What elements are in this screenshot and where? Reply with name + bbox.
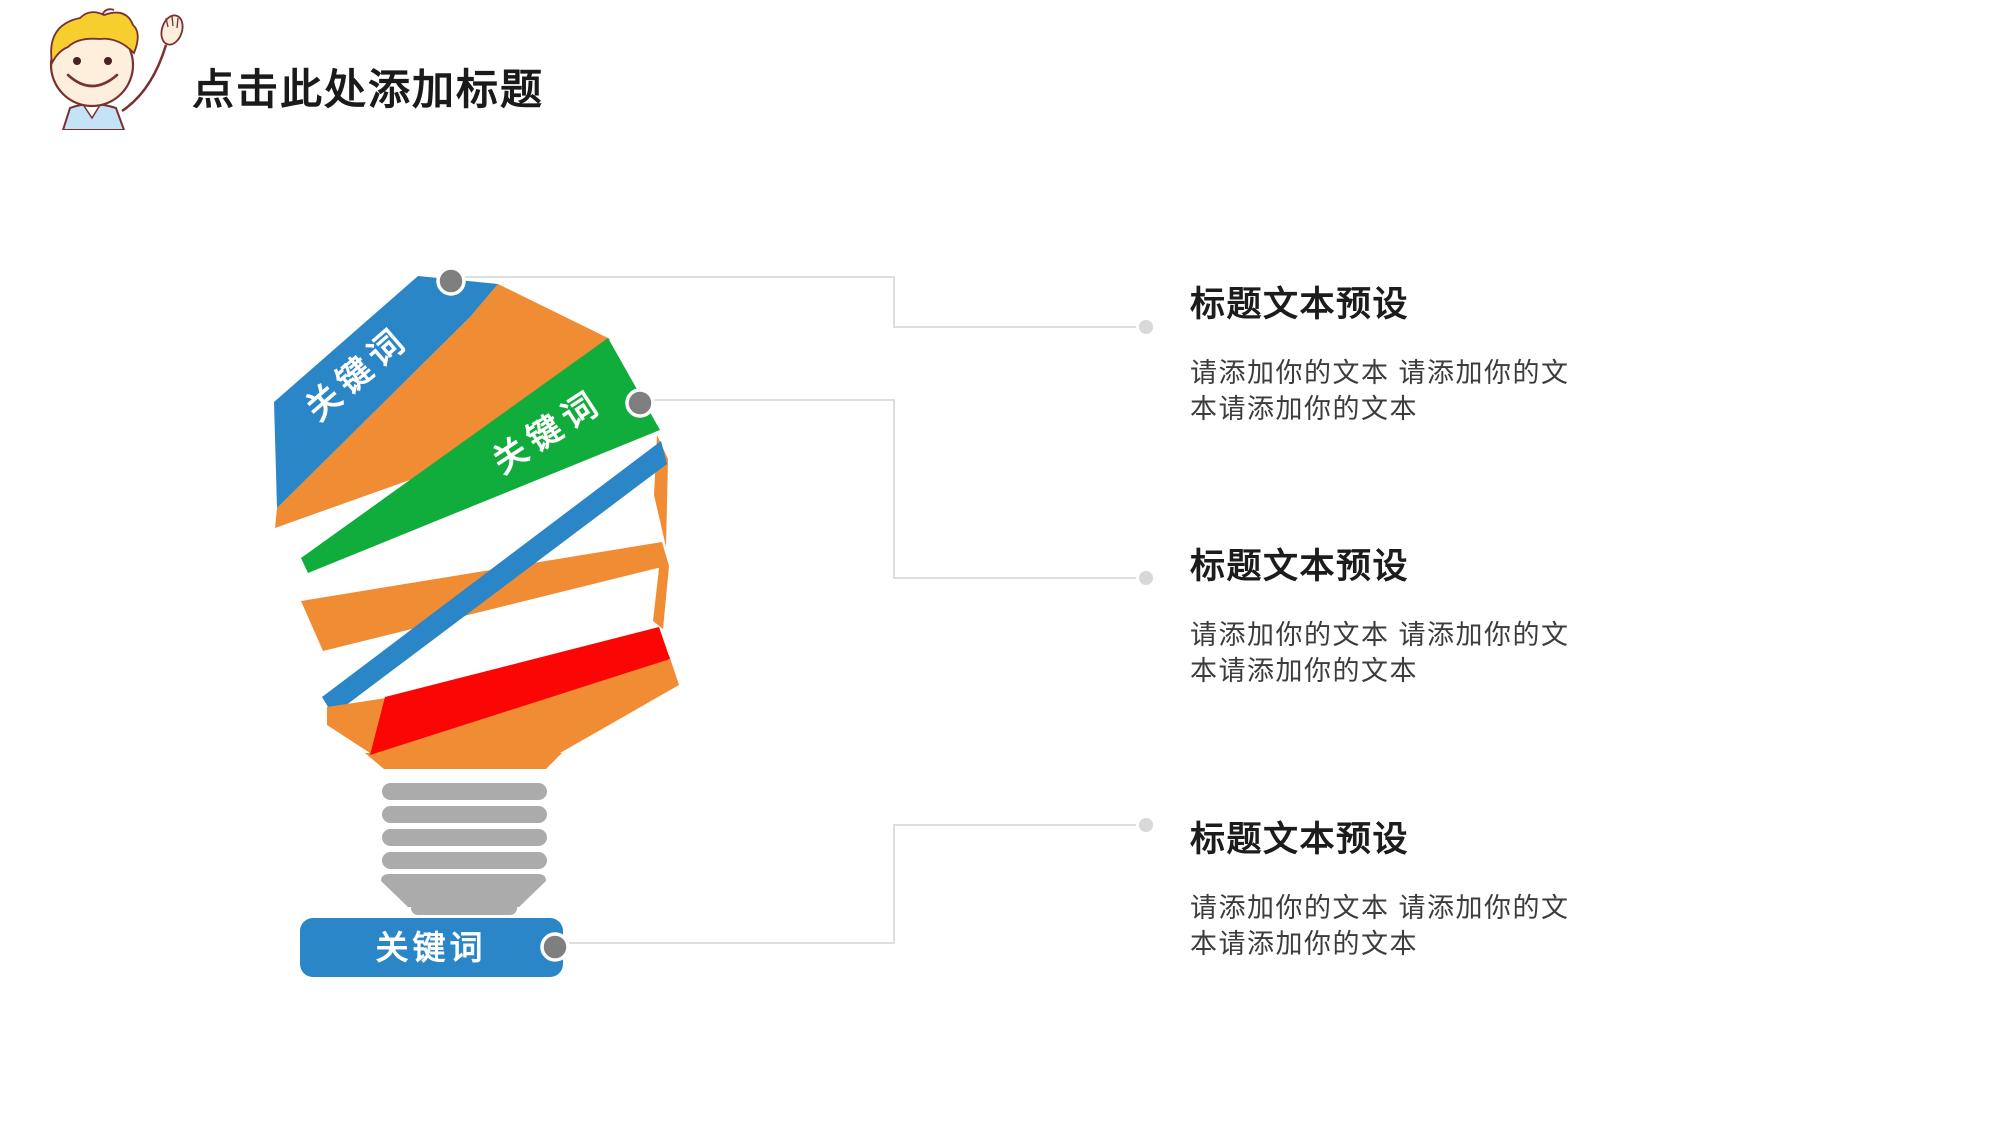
keyword-base-tag[interactable]	[300, 918, 563, 977]
section-1-title[interactable]: 标题文本预设	[1190, 285, 1410, 324]
cartoon-kid-illustration	[49, 8, 184, 130]
section-2-title[interactable]: 标题文本预设	[1190, 547, 1410, 586]
kid-hair-tuft	[101, 8, 115, 16]
anchor-dot-top	[436, 266, 466, 296]
section-1-body[interactable]: 请添加你的文本 请添加你的文本请添加你的文本	[1190, 358, 1570, 424]
connector-endpoint-dot-3	[1139, 818, 1153, 832]
bulb-screw-base	[381, 783, 547, 915]
ribbon-lightbulb-diagram: 关键词 关键词 关键词	[274, 266, 679, 977]
ribbon-orange-bottom-tip	[365, 753, 562, 769]
ribbon-blue-stripe	[322, 441, 667, 715]
kid-collar	[83, 104, 101, 120]
connector-endpoint-dot-2	[1139, 571, 1153, 585]
ribbon-blue-top	[274, 276, 498, 508]
ribbon-green	[301, 338, 660, 573]
connector-endpoint-dot-1	[1139, 320, 1153, 334]
section-3-title[interactable]: 标题文本预设	[1190, 820, 1410, 859]
anchor-dot-middle	[625, 388, 655, 418]
kid-hair	[50, 11, 139, 66]
section-2-body[interactable]: 请添加你的文本 请添加你的文本请添加你的文本	[1190, 620, 1570, 686]
slide-title-placeholder[interactable]: 点击此处添加标题	[192, 66, 545, 113]
kid-arm	[121, 44, 168, 113]
section-3-body[interactable]: 请添加你的文本 请添加你的文本请添加你的文本	[1190, 893, 1570, 959]
keyword-label-base[interactable]: 关键词	[376, 929, 487, 966]
section-1: 标题文本预设 请添加你的文本 请添加你的文本请添加你的文本	[1190, 283, 1620, 427]
kid-smile	[66, 73, 119, 88]
kid-hand	[160, 14, 184, 46]
section-3: 标题文本预设 请添加你的文本 请添加你的文本请添加你的文本	[1190, 818, 1620, 962]
section-2: 标题文本预设 请添加你的文本 请添加你的文本请添加你的文本	[1190, 545, 1620, 689]
ribbon-orange-top	[275, 284, 610, 528]
anchor-dot-base	[540, 932, 570, 962]
kid-eye-left	[73, 57, 81, 65]
kid-eye-right	[104, 57, 112, 65]
ribbon-red	[370, 627, 670, 755]
connector-line-2	[652, 399, 1136, 579]
